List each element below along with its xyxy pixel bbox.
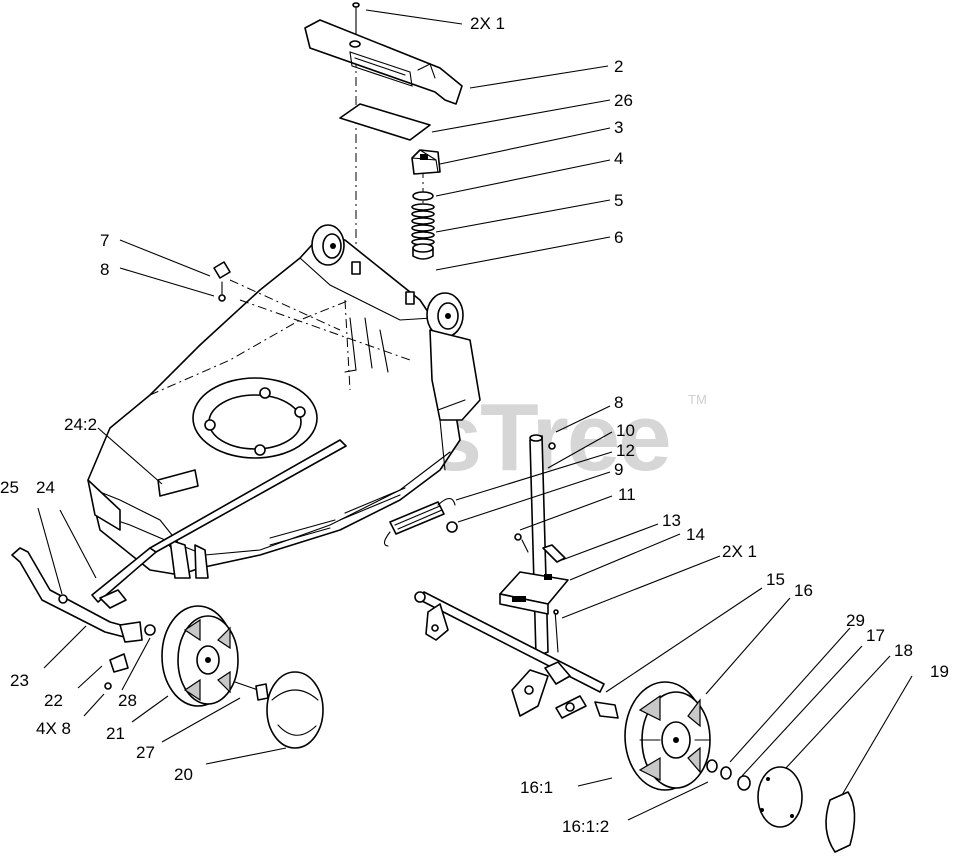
callout-16: 16: [794, 581, 813, 600]
mower-deck-housing: [87, 224, 481, 579]
adjuster-block-part: [411, 149, 441, 175]
callout-14: 14: [686, 525, 705, 544]
callout-16-1: 16:1: [520, 778, 553, 797]
rear-left-wheel-pocket: [311, 224, 345, 266]
callout-5: 5: [614, 191, 623, 210]
bracket-part-14: [499, 571, 569, 653]
callout-21: 21: [106, 724, 125, 743]
decal-plate-part: [339, 103, 431, 141]
height-spring-part: [383, 497, 458, 547]
callout-7: 7: [100, 231, 109, 250]
top-bolt: [352, 2, 360, 35]
front-wheel-bolt-part: [234, 681, 269, 701]
callout-4x8: 4X 8: [36, 719, 71, 738]
callout-8-left: 8: [100, 260, 109, 279]
callout-2x1-top: 2X 1: [470, 14, 505, 33]
washer-part: [412, 191, 434, 201]
rear-right-wheel-pocket: [426, 292, 464, 338]
rear-wheel-part: [624, 681, 711, 791]
callout-25: 25: [0, 478, 19, 497]
callout-17: 17: [866, 626, 885, 645]
small-hardware-parts: [514, 533, 566, 563]
front-wheel-part: [161, 605, 239, 707]
callout-28: 28: [118, 691, 137, 710]
callout-26: 26: [614, 91, 633, 110]
rear-hubcap-part: [757, 766, 803, 828]
spring-part: [411, 203, 435, 246]
callout-18: 18: [894, 641, 913, 660]
wheel-decal-part: [825, 791, 856, 853]
watermark-trademark: TM: [688, 392, 707, 407]
rear-axle-assembly: [414, 591, 619, 719]
callout-10: 10: [616, 421, 635, 440]
callout-20: 20: [174, 765, 193, 784]
rear-wheel-hardware: [706, 759, 751, 791]
callout-22: 22: [44, 691, 63, 710]
callout-2x1-right: 2X 1: [722, 542, 757, 561]
top-cover-part: [304, 19, 463, 105]
bushing-part: [412, 243, 434, 260]
callout-24-2: 24:2: [64, 415, 97, 434]
callout-4: 4: [614, 149, 623, 168]
callout-24: 24: [36, 478, 55, 497]
callout-19: 19: [930, 662, 949, 681]
callout-23: 23: [10, 671, 29, 690]
callout-8-right: 8: [614, 393, 623, 412]
front-hubcap-part: [266, 671, 324, 749]
callout-27: 27: [136, 743, 155, 762]
callout-13: 13: [662, 511, 681, 530]
callout-2: 2: [614, 57, 623, 76]
callout-12: 12: [616, 441, 635, 460]
callout-labels: 2X 1 2 26 3 4 5 6 7 8 24:2 8 10 12 9 11 …: [0, 14, 949, 836]
leader-lines: [37, 9, 913, 821]
callout-3: 3: [614, 118, 623, 137]
callout-29: 29: [846, 611, 865, 630]
front-axle-handle-part: [11, 439, 347, 690]
callout-9: 9: [614, 460, 623, 479]
callout-15: 15: [766, 570, 785, 589]
callout-16-1-2: 16:1:2: [562, 817, 609, 836]
callout-6: 6: [614, 228, 623, 247]
callout-11: 11: [618, 485, 636, 504]
bracket-part-7: [213, 261, 231, 302]
